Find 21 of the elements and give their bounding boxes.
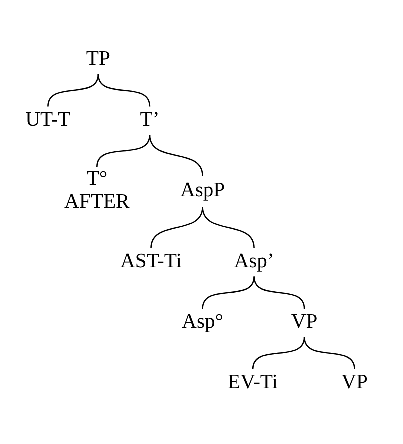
connector (202, 207, 255, 249)
node-text: UT-T (26, 108, 71, 131)
node-text: T’ (140, 108, 160, 131)
connector (149, 134, 204, 176)
connector (48, 74, 100, 107)
node-text: VP (342, 372, 368, 394)
connector (150, 207, 204, 249)
node-text: Asp° (182, 311, 224, 334)
node-text: VP (291, 311, 318, 334)
node-text: AspP (180, 180, 226, 202)
connector (252, 337, 306, 370)
node-text: TP (86, 48, 110, 70)
node-text: T° AFTER (64, 168, 130, 214)
node-text: EV-Ti (228, 372, 278, 394)
connector (96, 134, 151, 168)
connector (98, 74, 151, 107)
node-text: Asp’ (234, 250, 274, 272)
connector (202, 276, 255, 310)
node-text: AST-Ti (120, 250, 182, 272)
connector (254, 276, 306, 310)
connector (304, 337, 356, 370)
